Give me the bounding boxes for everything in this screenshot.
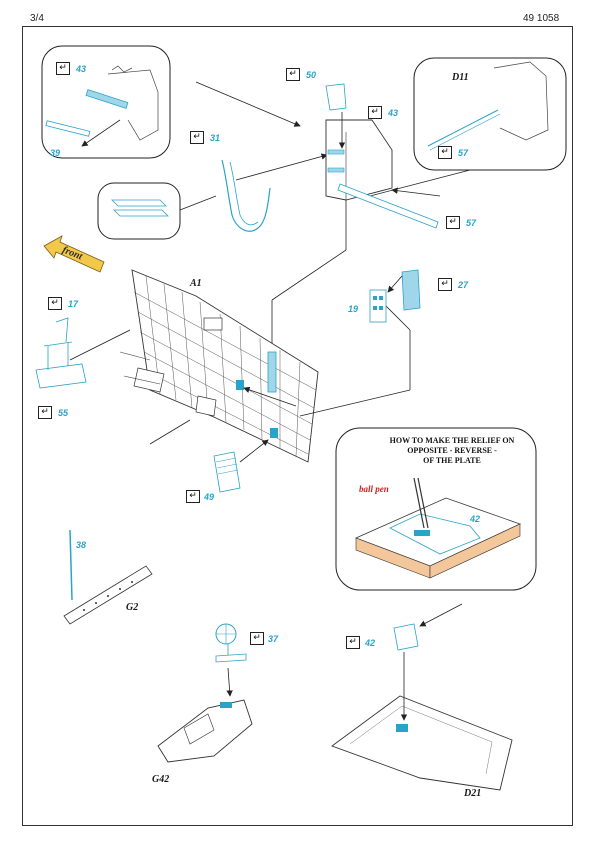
fold-arrow-icon: ↵ (346, 636, 360, 649)
fold-arrow-icon: ↵ (250, 632, 264, 645)
page-frame (22, 26, 573, 826)
part-37-g42 (157, 623, 253, 763)
kit-code: 49 1058 (523, 13, 560, 24)
detail-callout-d11 (337, 57, 567, 229)
fold-arrow-icon: ↵ (438, 146, 452, 159)
part-number-43a: 43 (76, 64, 87, 74)
part-number-55: 55 (58, 408, 69, 418)
detail-callout-43-39 (41, 45, 171, 159)
part-number-27: 27 (458, 280, 469, 290)
part-number-49: 49 (204, 492, 215, 502)
parts-19-27 (369, 269, 421, 323)
console-assembly (195, 81, 393, 361)
fold-arrow-icon: ↵ (48, 297, 62, 310)
part-number-31: 31 (210, 133, 221, 143)
fold-arrow-icon: ↵ (56, 62, 70, 75)
fold-arrow-icon: ↵ (446, 216, 460, 229)
part-number-19: 19 (348, 304, 359, 314)
part-number-57b: 57 (466, 218, 477, 228)
fold-arrow-icon: ↵ (438, 278, 452, 291)
part-31-drawing (97, 153, 328, 240)
fold-arrow-icon: ↵ (186, 490, 200, 503)
fold-arrow-icon: ↵ (190, 131, 204, 144)
ball-pen-label: ball pen (359, 484, 389, 494)
page-number: 3/4 (30, 13, 44, 24)
part-number-37: 37 (268, 634, 279, 644)
relief-part-number: 42 (470, 514, 481, 524)
parts-17-55 (35, 317, 87, 389)
relief-line-1: HOW TO MAKE THE RELIEF ON (389, 436, 515, 445)
part-42-d21 (331, 603, 513, 791)
label-g2: G2 (126, 602, 139, 613)
part-number-43b: 43 (388, 108, 399, 118)
part-38-g2 (63, 529, 153, 625)
label-g42: G42 (152, 774, 170, 785)
part-number-42: 42 (365, 638, 376, 648)
label-d11: D11 (452, 72, 469, 83)
part-number-39: 39 (50, 148, 61, 158)
relief-instruction-callout (335, 427, 537, 591)
part-number-38: 38 (76, 540, 87, 550)
relief-line-3: OF THE PLATE (423, 456, 481, 465)
wall-panel-a1 (69, 269, 411, 463)
label-d21: D21 (464, 788, 482, 799)
part-number-57a: 57 (458, 148, 469, 158)
label-a1: A1 (190, 278, 202, 289)
relief-line-2: OPPOSITE - REVERSE - (407, 446, 497, 455)
fold-arrow-icon: ↵ (286, 68, 300, 81)
relief-instruction-text: HOW TO MAKE THE RELIEF ON OPPOSITE - REV… (372, 436, 532, 466)
part-49 (213, 439, 269, 493)
front-direction-arrow (43, 235, 105, 273)
part-number-17: 17 (68, 299, 79, 309)
fold-arrow-icon: ↵ (38, 406, 52, 419)
fold-arrow-icon: ↵ (368, 106, 382, 119)
part-number-50: 50 (306, 70, 317, 80)
